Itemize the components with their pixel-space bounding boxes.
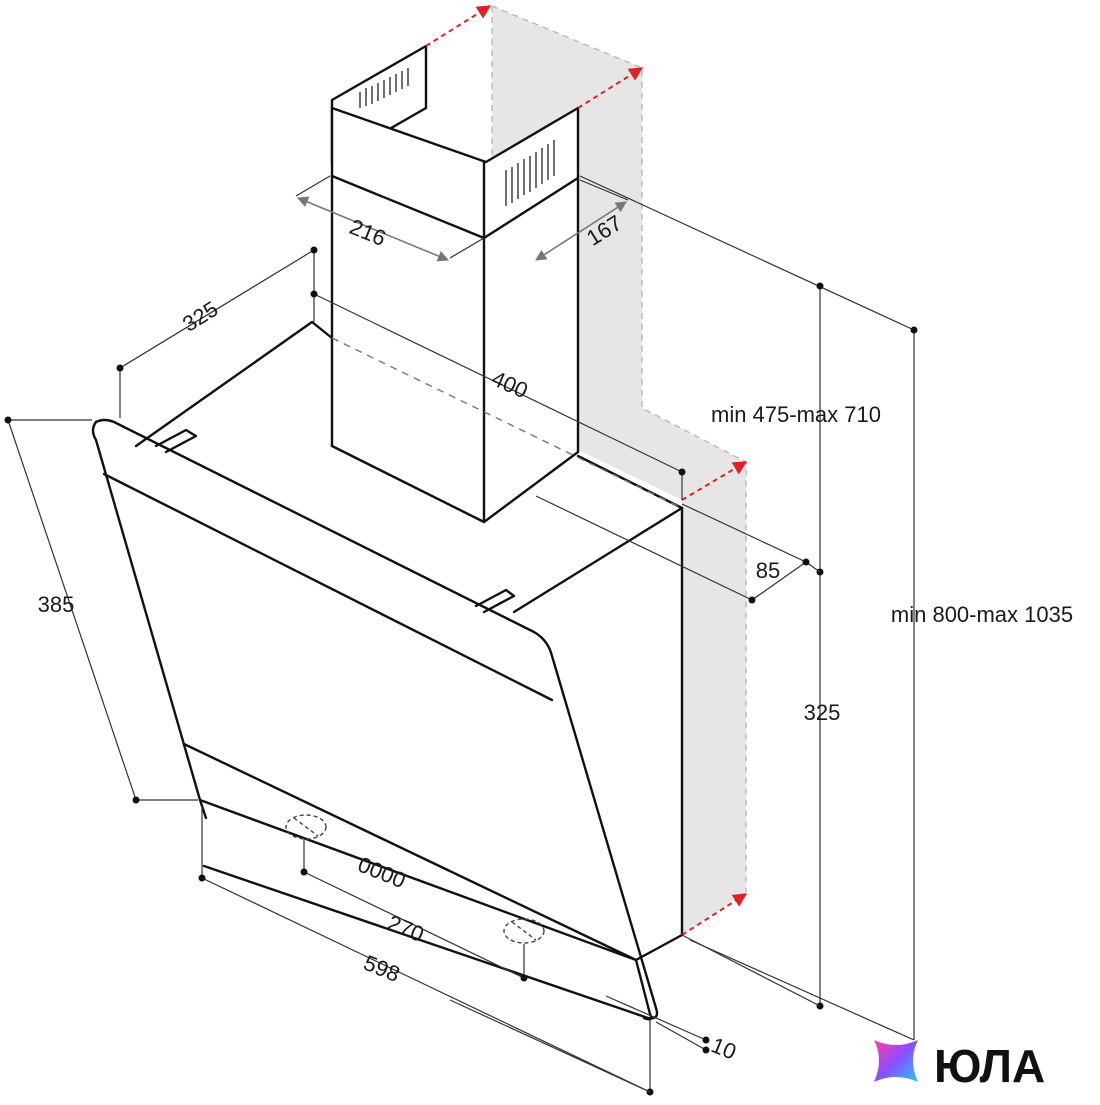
yula-star-icon bbox=[874, 1040, 918, 1082]
mount-bracket-left bbox=[154, 428, 198, 454]
vent-slots-right bbox=[505, 140, 555, 206]
dimension-lines bbox=[4, 175, 918, 1096]
dim-800-1035: min 800-max 1035 bbox=[891, 602, 1073, 627]
control-display: 0000 bbox=[354, 852, 409, 894]
control-knob-left[interactable] bbox=[285, 814, 327, 840]
dim-325-height: 325 bbox=[804, 700, 841, 725]
dim-598: 598 bbox=[360, 950, 403, 987]
brand-watermark: ЮЛА bbox=[874, 1040, 1045, 1092]
mount-bracket-right bbox=[474, 588, 516, 614]
dim-325-depth: 325 bbox=[178, 296, 222, 337]
control-knob-right[interactable] bbox=[503, 918, 545, 944]
dim-475-710: min 475-max 710 bbox=[711, 402, 881, 427]
hood-body bbox=[134, 320, 684, 962]
dim-385: 385 bbox=[38, 592, 75, 617]
extension-arrows bbox=[425, 5, 748, 936]
brand-name: ЮЛА bbox=[934, 1040, 1045, 1092]
vent-slots-left bbox=[359, 68, 409, 108]
dim-10: 10 bbox=[708, 1032, 740, 1064]
dim-85: 85 bbox=[756, 558, 780, 583]
glass-panel: 0000 bbox=[91, 418, 659, 1021]
